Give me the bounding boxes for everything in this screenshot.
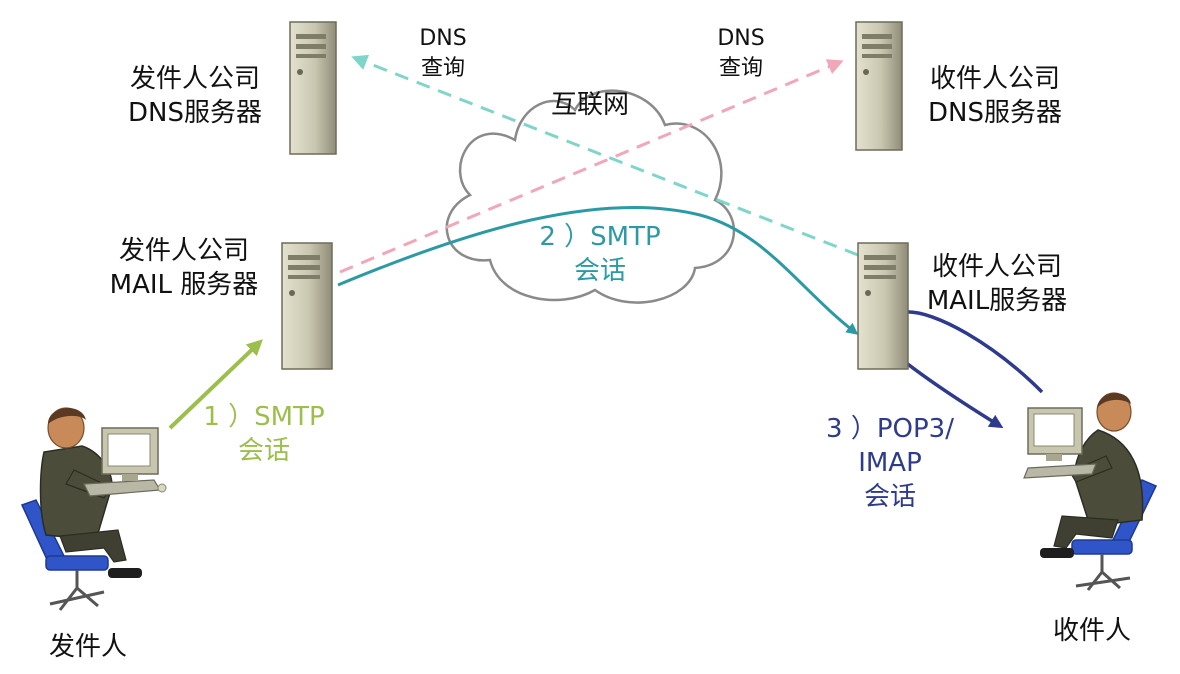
smtp-session-2-label: 2 ）SMTP 会话 [520, 220, 680, 288]
recipient-mail-server-icon [857, 242, 909, 370]
smtp-session-2-label-line1: 2 ）SMTP [539, 222, 661, 252]
pop3-imap-session-label: 3 ）POP3/ IMAP 会话 [810, 412, 970, 514]
recipient-mail-server-label: 收件人公司 MAIL服务器 [912, 250, 1082, 318]
smtp-session-2-arrow [337, 205, 859, 335]
recipient-mail-server-label-line1: 收件人公司 [931, 252, 1062, 282]
sender-dns-server-label: 发件人公司 DNS服务器 [110, 62, 280, 130]
sender-mail-server-icon [281, 242, 333, 370]
dns-query-label-right-line2: 查询 [718, 56, 763, 81]
sender-label: 发件人 [48, 632, 127, 662]
sender-dns-server-label-line1: 发件人公司 [129, 64, 260, 94]
recipient-person-icon [1023, 392, 1158, 591]
dns-query-label-right: DNS 查询 [696, 24, 786, 84]
recipient-dns-server-label-line2: DNS服务器 [928, 98, 1062, 128]
pop3-imap-session-label-line3: 会话 [863, 482, 916, 512]
recipient-dns-server-icon [855, 21, 903, 151]
sender-mail-server-label-line1: 发件人公司 [118, 236, 249, 266]
recipient-dns-server-label-line1: 收件人公司 [929, 64, 1060, 94]
recipient-label: 收件人 [1052, 616, 1131, 646]
dns-query-sender-arrow [351, 54, 859, 257]
sender-dns-server-label-line2: DNS服务器 [128, 98, 262, 128]
smtp-session-1-label-line2: 会话 [237, 436, 290, 466]
smtp-session-1-arrow [168, 339, 263, 430]
sender-mail-server-label-line2: MAIL 服务器 [109, 270, 259, 300]
smtp-session-1-label-line1: 1 ）SMTP [203, 402, 325, 432]
recipient-mail-server-label-line2: MAIL服务器 [926, 286, 1068, 316]
dns-query-label-left-line1: DNS [419, 26, 467, 51]
dns-query-label-left-line2: 查询 [420, 56, 465, 81]
smtp-session-1-label: 1 ）SMTP 会话 [184, 400, 344, 468]
internet-cloud-icon [445, 89, 736, 304]
dns-query-label-left: DNS 查询 [398, 24, 488, 84]
smtp-session-2-label-line2: 会话 [573, 256, 626, 286]
pop3-imap-session-label-line1: 3 ）POP3/ [826, 414, 954, 444]
internet-label: 互联网 [550, 90, 629, 120]
sender-person-icon [20, 407, 167, 611]
sender-dns-server-icon [289, 21, 337, 155]
pop3-imap-session-label-line2: IMAP [858, 448, 922, 478]
recipient-dns-server-label: 收件人公司 DNS服务器 [910, 62, 1080, 130]
dns-query-label-right-line1: DNS [717, 26, 765, 51]
sender-mail-server-label: 发件人公司 MAIL 服务器 [96, 234, 272, 302]
